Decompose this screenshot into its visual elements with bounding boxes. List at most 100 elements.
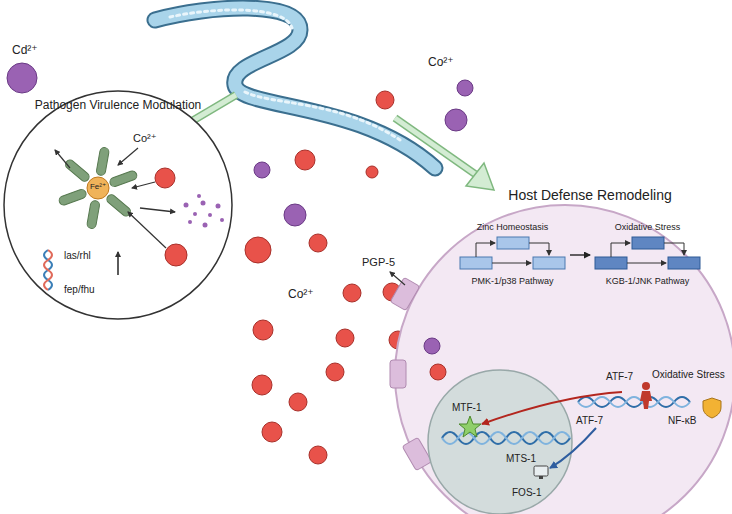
shape-circle bbox=[445, 109, 467, 131]
shape-circle bbox=[336, 329, 354, 347]
text-label: Oxidative Stress bbox=[652, 368, 725, 381]
shape-line bbox=[160, 95, 236, 140]
cobalt-ions bbox=[245, 91, 407, 464]
node-heading: Fe²⁺ bbox=[87, 182, 109, 192]
node-heading: Host Defense Remodeling bbox=[450, 187, 730, 203]
text-label: Co²⁺ bbox=[428, 56, 454, 69]
shape-rect bbox=[58, 188, 87, 206]
shape-rect bbox=[109, 170, 138, 188]
shape-rect bbox=[632, 237, 664, 249]
shape-path bbox=[492, 263, 531, 264]
shape-rect bbox=[534, 466, 548, 476]
shape-line bbox=[395, 118, 475, 174]
text-label: las/rhl bbox=[64, 249, 91, 262]
pathogen-circle: Pathogen Virulence ModulationFe²⁺ bbox=[3, 90, 233, 320]
shape-circle bbox=[376, 91, 394, 109]
shape-circle bbox=[4, 91, 232, 319]
shape-path bbox=[442, 432, 570, 444]
text-label: NF-κB bbox=[668, 414, 696, 427]
shape-circle bbox=[87, 177, 109, 199]
shape-polygon bbox=[140, 128, 170, 153]
shape-circle bbox=[262, 422, 282, 442]
shape-line bbox=[132, 182, 155, 188]
shape-rect bbox=[533, 257, 565, 269]
node-heading: Oxidative Stress bbox=[590, 222, 705, 233]
text-label: fep/fhu bbox=[64, 283, 95, 296]
shape-circle bbox=[343, 284, 361, 302]
shape-polygon bbox=[459, 416, 481, 437]
shape-path bbox=[578, 397, 690, 407]
shape-circle bbox=[201, 201, 206, 206]
shape-line bbox=[118, 148, 138, 165]
shape-path bbox=[578, 397, 690, 407]
shape-circle bbox=[289, 393, 307, 411]
node-heading: Pathogen Virulence Modulation bbox=[3, 98, 233, 112]
shape-circle bbox=[254, 162, 270, 178]
shape-rect bbox=[64, 158, 91, 183]
shape-circle bbox=[383, 283, 401, 301]
node-outline bbox=[395, 185, 732, 514]
shape-circle bbox=[295, 150, 315, 170]
shape-circle bbox=[197, 194, 201, 198]
shape-path bbox=[245, 92, 400, 140]
shape-line bbox=[140, 208, 175, 212]
shape-circle bbox=[155, 168, 175, 188]
shape-rect bbox=[96, 147, 110, 176]
shape-line bbox=[390, 272, 405, 285]
shape-circle bbox=[252, 375, 272, 395]
shape-circle bbox=[309, 234, 327, 252]
shape-line bbox=[128, 212, 166, 248]
shape-rect bbox=[86, 200, 100, 229]
shape-circle bbox=[395, 205, 732, 514]
shape-polygon bbox=[466, 163, 494, 190]
shape-path bbox=[703, 398, 721, 418]
pathway-group: Zinc HomeostasisPMK-1/p38 Pathway bbox=[455, 222, 570, 288]
text-label: MTS-1 bbox=[506, 452, 536, 465]
iron-ion: Fe²⁺ bbox=[87, 177, 109, 199]
shape-rect bbox=[595, 257, 627, 269]
shape-g bbox=[184, 194, 225, 228]
shape-circle bbox=[326, 363, 344, 381]
shape-line bbox=[160, 95, 236, 140]
shape-path bbox=[442, 432, 570, 444]
shape-circle bbox=[193, 212, 197, 216]
shape-circle bbox=[7, 63, 37, 93]
shape-circle bbox=[208, 213, 212, 217]
nucleus bbox=[428, 370, 572, 514]
node-subtitle: PMK-1/p38 Pathway bbox=[455, 276, 570, 287]
text-label: PGP-5 bbox=[362, 256, 395, 269]
shape-circle bbox=[428, 370, 572, 514]
shape-path bbox=[44, 250, 52, 290]
shape-rect bbox=[668, 257, 700, 269]
cell-membrane-details bbox=[390, 272, 446, 471]
text-label: Cd²⁺ bbox=[12, 44, 38, 57]
node-outline bbox=[87, 177, 109, 199]
pathogen-details bbox=[44, 148, 224, 290]
shape-circle bbox=[216, 204, 221, 209]
pathway-group: Oxidative StressKGB-1/JNK Pathway bbox=[590, 222, 705, 288]
text-label: Co²⁺ bbox=[288, 288, 314, 301]
node-subtitle: KGB-1/JNK Pathway bbox=[590, 276, 705, 287]
shape-rect bbox=[460, 257, 492, 269]
shape-rect bbox=[390, 277, 420, 310]
cadmium-ions bbox=[7, 63, 473, 226]
shape-rect bbox=[105, 193, 132, 218]
nematode-worm bbox=[155, 8, 435, 168]
shape-line bbox=[117, 252, 119, 275]
shape-circle bbox=[457, 80, 473, 96]
shape-circle bbox=[366, 166, 378, 178]
pointer-arrows bbox=[140, 95, 494, 190]
shape-rect bbox=[390, 360, 406, 388]
shape-circle bbox=[309, 446, 327, 464]
shape-circle bbox=[430, 364, 446, 380]
shape-rect bbox=[497, 237, 529, 249]
transcription-details bbox=[482, 382, 721, 468]
node-outline bbox=[3, 90, 233, 320]
shape-path bbox=[44, 250, 52, 290]
shape-circle bbox=[220, 218, 224, 222]
shape-path bbox=[155, 8, 435, 168]
